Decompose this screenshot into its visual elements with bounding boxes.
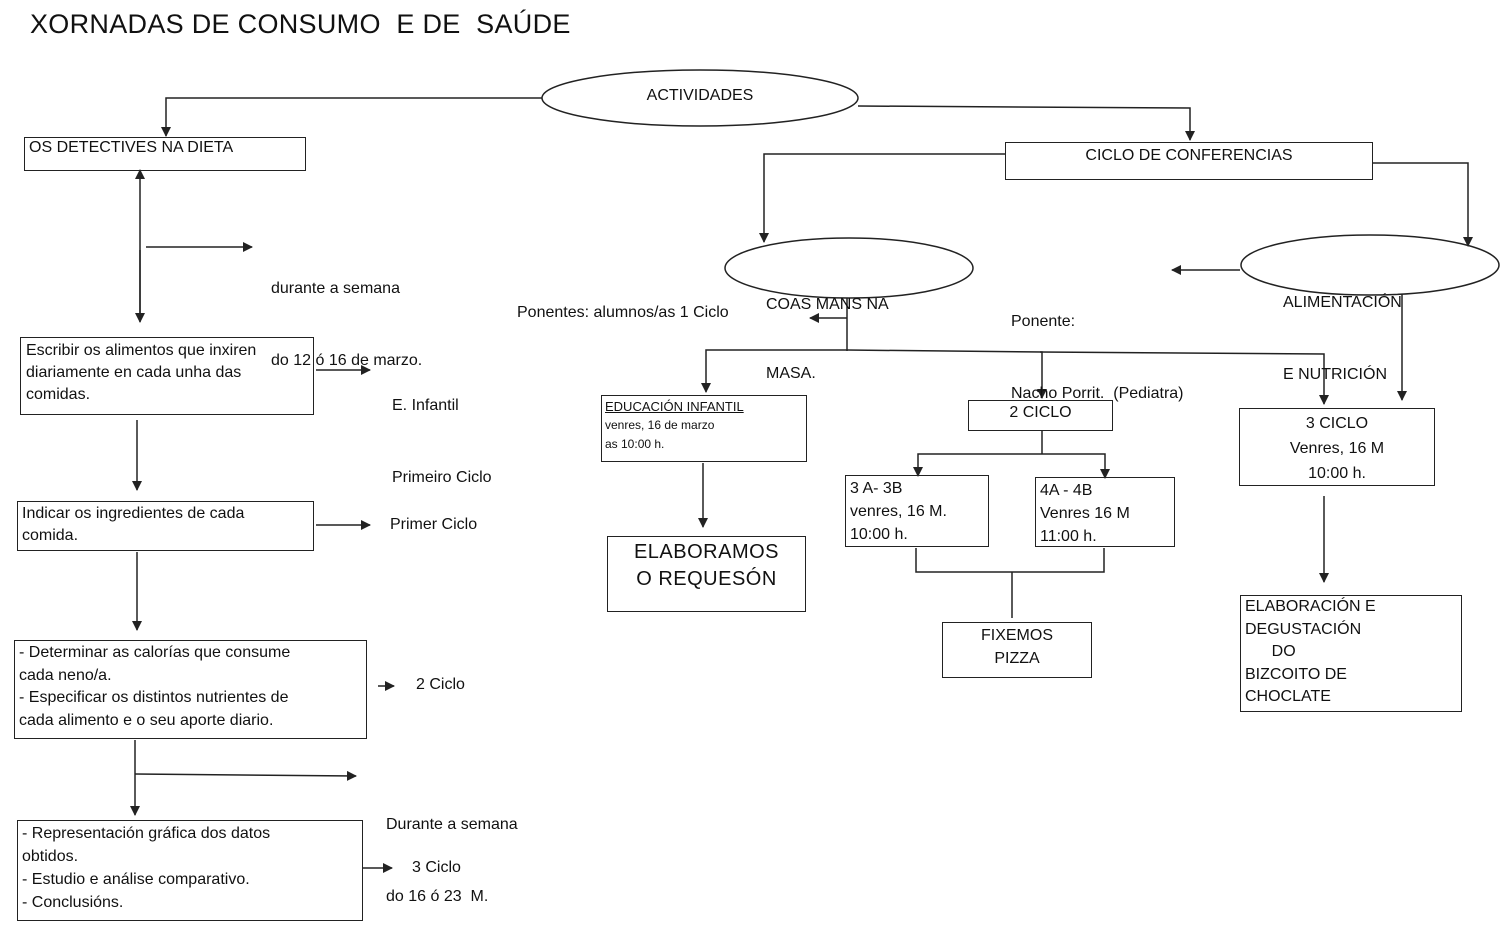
arrow-conf-to-coas — [759, 153, 1006, 243]
arrow-conf-to-alim — [1372, 162, 1473, 247]
requeson-line: O REQUESÓN — [636, 568, 777, 590]
step-3-line: cada alimento e o seu aporte diario. — [19, 711, 274, 729]
alimentacion-ellipse — [1240, 234, 1500, 296]
step-1-line: diariamente en cada unha das — [26, 364, 242, 381]
step-1-target: E. Infantil Primeiro Ciclo — [392, 346, 492, 514]
step-4-line: obtidos. — [22, 848, 79, 865]
group-3-line: 3 A- 3B — [850, 480, 903, 497]
alimentacion-speaker-line: Nacho Porrit. (Pediatra) — [1011, 385, 1184, 402]
step-4-box: - Representación gráfica dos datos obtid… — [17, 820, 363, 921]
bizcoito-line: ELABORACIÓN E — [1245, 598, 1376, 615]
infantil-heading-text: EDUCACIÓN INFANTIL — [605, 399, 744, 414]
step-1-box: Escribir os alimentos que inxiren diaria… — [20, 337, 314, 415]
step-1-target-line: Primeiro Ciclo — [392, 469, 492, 486]
group-3-line: venres, 16 M. — [850, 503, 947, 520]
pizza-line: PIZZA — [994, 650, 1040, 667]
step-4-line: - Representación gráfica dos datos — [22, 825, 271, 842]
timeframe-2-line: Durante a semana — [386, 816, 518, 833]
root-label: ACTIVIDADES — [646, 87, 754, 104]
group-3-line: 10:00 h. — [850, 526, 908, 543]
alimentacion-line: E NUTRICIÓN — [1283, 366, 1387, 383]
infantil-heading: EDUCACIÓN INFANTIL — [605, 397, 803, 416]
alimentacion-speaker-line: Ponente: — [1011, 313, 1076, 330]
detectives-label: OS DETECTIVES NA DIETA — [29, 139, 234, 156]
pizza-box: FIXEMOS PIZZA — [942, 622, 1092, 678]
pizza-line: FIXEMOS — [980, 627, 1053, 644]
timeframe-1: durante a semana do 12 ó 16 de marzo. — [271, 229, 422, 397]
arrow-to-timeframe-2 — [134, 770, 357, 781]
arrow-coas-to-infantil — [701, 349, 847, 393]
infantil-line: as 10:00 h. — [605, 437, 665, 451]
step-3-line: cada neno/a. — [19, 666, 112, 684]
timeframe-1-line: do 12 ó 16 de marzo. — [271, 352, 423, 369]
step-1-target-line: E. Infantil — [392, 397, 459, 414]
step-2-line: Indicar os ingredientes de cada — [22, 505, 245, 522]
infantil-box: EDUCACIÓN INFANTIL venres, 16 de marzo a… — [601, 395, 807, 462]
page-title: XORNADAS DE CONSUMO E DE SAÚDE — [30, 9, 571, 39]
conferencias-label: CICLO DE CONFERENCIAS — [1085, 147, 1293, 164]
arrow-root-to-detectives — [161, 97, 542, 137]
ciclo3-line: Venres, 16 M — [1289, 440, 1385, 457]
bizcoito-line: DO — [1245, 643, 1296, 660]
step-3-line: - Especificar os distintos nutrientes de — [19, 689, 289, 706]
bizcoito-box: ELABORACIÓN E DEGUSTACIÓN DO BIZCOITO DE… — [1240, 595, 1462, 712]
alimentacion-label: ALIMENTACIÓN E NUTRICIÓN — [1283, 243, 1402, 411]
step-2-line: comida. — [22, 527, 79, 544]
ciclo3-box: 3 CICLO Venres, 16 M 10:00 h. — [1239, 408, 1435, 486]
timeframe-2-line: do 16 ó 23 M. — [386, 888, 489, 905]
coas-mans-speakers: Ponentes: alumnos/as 1 Ciclo — [517, 304, 729, 321]
step-3-box: - Determinar as calorías que consume cad… — [14, 640, 367, 739]
arrow-ciclo2-to-g3 — [913, 453, 1042, 477]
arrow-coas-to-ciclo3 — [1039, 351, 1329, 405]
step-1-line: Escribir os alimentos que inxiren — [26, 342, 257, 359]
step-2-target: Primer Ciclo — [390, 516, 478, 533]
timeframe-2: Durante a semana do 16 ó 23 M. — [386, 765, 518, 933]
ciclo2-label: 2 CICLO — [1009, 404, 1072, 421]
bizcoito-line: CHOCLATE — [1245, 688, 1331, 705]
ciclo2-box: 2 CICLO — [968, 400, 1113, 431]
timeframe-1-line: durante a semana — [271, 280, 400, 297]
coas-mans-line: COAS MANS NA — [766, 296, 889, 313]
arrow-ciclo2-to-g4 — [1042, 453, 1110, 479]
group-4-box: 4A - 4B Venres 16 M 11:00 h. — [1035, 477, 1175, 547]
infantil-line: venres, 16 de marzo — [605, 418, 715, 432]
requeson-box: ELABORAMOS O REQUESÓN — [607, 536, 806, 612]
alimentacion-line: ALIMENTACIÓN — [1283, 294, 1402, 311]
connector-groups-to-pizza — [915, 548, 1105, 573]
detectives-box: OS DETECTIVES NA DIETA — [24, 137, 306, 171]
step-4-line: - Conclusións. — [22, 894, 124, 911]
group-4-line: 11:00 h. — [1040, 528, 1097, 545]
alimentacion-speaker: Ponente: Nacho Porrit. (Pediatra) — [1011, 262, 1184, 430]
step-2-box: Indicar os ingredientes de cada comida. — [17, 501, 314, 551]
bizcoito-line: BIZCOITO DE — [1245, 665, 1347, 683]
conferencias-box: CICLO DE CONFERENCIAS — [1005, 142, 1373, 180]
arrow-root-to-conferencias — [857, 105, 1195, 141]
step-3-target: 2 Ciclo — [416, 676, 465, 693]
coas-mans-line: MASA. — [766, 365, 816, 382]
group-4-line: 4A - 4B — [1040, 482, 1093, 499]
step-1-line: comidas. — [26, 386, 91, 403]
requeson-line: ELABORAMOS — [633, 541, 780, 563]
step-3-line: - Determinar as calorías que consume — [19, 644, 291, 661]
ciclo3-line: 3 CICLO — [1305, 415, 1369, 432]
step-4-line: - Estudio e análise comparativo. — [22, 871, 250, 888]
ciclo3-line: 10:00 h. — [1308, 465, 1366, 482]
bizcoito-line: DEGUSTACIÓN — [1245, 620, 1362, 638]
coas-mans-label: COAS MANS NA MASA. — [766, 247, 889, 408]
group-3-box: 3 A- 3B venres, 16 M. 10:00 h. — [845, 475, 989, 547]
coas-mans-ellipse — [724, 237, 974, 299]
group-4-line: Venres 16 M — [1040, 505, 1130, 522]
step-4-target: 3 Ciclo — [412, 859, 461, 876]
